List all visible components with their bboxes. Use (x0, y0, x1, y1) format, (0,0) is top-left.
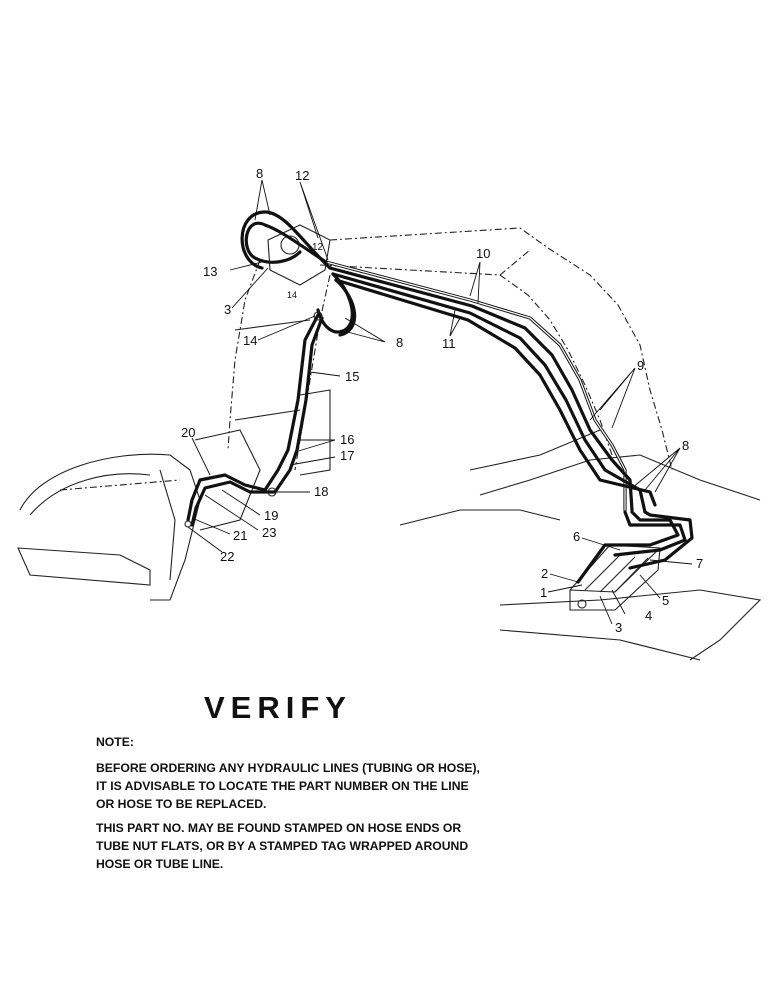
callout-12: 12 (295, 168, 309, 183)
callout-labels: 8 12 12 10 13 3 14 14 8 11 15 9 16 17 8 … (181, 166, 703, 635)
note-label: NOTE: (96, 735, 134, 749)
callout-1: 1 (540, 585, 547, 600)
dipper-hoses (184, 311, 324, 528)
callout-7: 7 (696, 556, 703, 571)
callout-12: 12 (312, 242, 324, 253)
verify-heading: VERIFY (204, 690, 352, 725)
callout-17: 17 (340, 448, 354, 463)
callout-23: 23 (262, 525, 276, 540)
note-paragraph: BEFORE ORDERING ANY HYDRAULIC LINES (TUB… (96, 761, 480, 811)
note-block: NOTE: BEFORE ORDERING ANY HYDRAULIC LINE… (96, 733, 486, 879)
dipper-outline (227, 224, 331, 476)
callout-22: 22 (220, 549, 234, 564)
callout-8: 8 (256, 166, 263, 181)
callout-8: 8 (396, 335, 403, 350)
callout-4: 4 (645, 608, 652, 623)
boom-outline (319, 227, 762, 661)
callout-16: 16 (340, 432, 354, 447)
bucket-outline (17, 429, 261, 601)
callout-14: 14 (243, 333, 257, 348)
callout-10: 10 (476, 246, 490, 261)
callout-2: 2 (541, 566, 548, 581)
callout-19: 19 (264, 508, 278, 523)
callout-3: 3 (224, 302, 231, 317)
callout-14: 14 (287, 290, 297, 300)
callout-6: 6 (573, 529, 580, 544)
callout-11: 11 (442, 336, 456, 351)
boom-hoses (324, 260, 694, 584)
callout-20: 20 (181, 425, 195, 440)
callout-21: 21 (233, 528, 247, 543)
callout-5: 5 (662, 593, 669, 608)
note-paragraph: THIS PART NO. MAY BE FOUND STAMPED ON HO… (96, 821, 469, 871)
hydraulic-lines-diagram: 8 12 12 10 13 3 14 14 8 11 15 9 16 17 8 … (17, 166, 762, 661)
callout-13: 13 (203, 264, 217, 279)
callout-9: 9 (637, 358, 644, 373)
pivot-hoses (240, 210, 357, 337)
callout-8: 8 (682, 438, 689, 453)
leader-lines (187, 179, 693, 625)
callout-15: 15 (345, 369, 359, 384)
callout-3: 3 (615, 620, 622, 635)
callout-18: 18 (314, 484, 328, 499)
